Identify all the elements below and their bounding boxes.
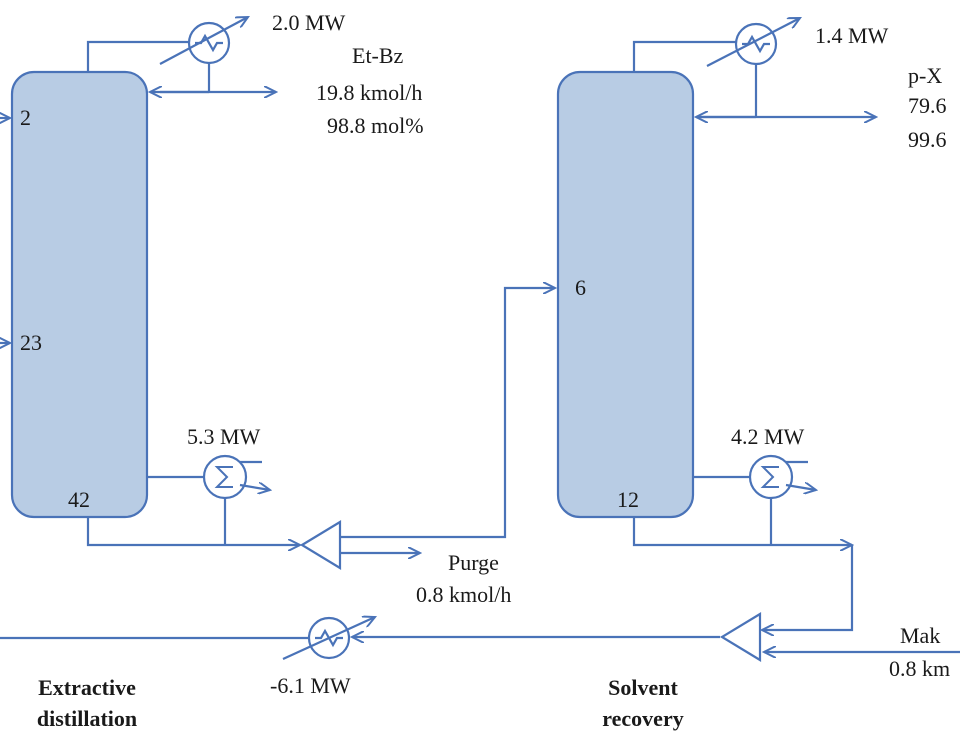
mixer-icon [719,612,762,662]
distillate1-flow: 19.8 kmol/h [316,80,422,105]
recovery-column [556,70,695,519]
splitter-icon [299,520,342,570]
condenser-icon [159,17,248,65]
extraction-column [10,70,149,519]
reboiler-icon [202,454,270,500]
bottoms-line-2 [632,517,852,545]
recycle-down-line [762,545,854,630]
overhead-vapor-line-2 [632,40,737,72]
reboiler-icon [748,454,816,500]
section-label-distillation: distillation [37,706,137,731]
condenser-icon [706,18,800,67]
cooler-duty: -6.1 MW [270,673,351,698]
makeup-flow: 0.8 km [889,656,950,681]
distillate1-purity: 98.8 mol% [327,113,424,138]
bottoms-line-1 [86,517,300,545]
condenser-duty-2: 1.4 MW [815,23,889,48]
makeup-label: Mak [900,623,940,648]
stage-label-mid: 23 [20,330,42,355]
feed-to-recovery [340,288,555,539]
stage-label-bottom-1: 42 [68,487,90,512]
distillate2-flow: 79.6 [908,93,947,118]
distillate2-purity: 99.6 [908,127,947,152]
reboiler-duty-1: 5.3 MW [187,424,261,449]
distillate2-name: p-X [908,63,942,88]
section-label-extractive: Extractive [38,675,136,700]
stage-label-top: 2 [20,105,31,130]
section-label-solvent: Solvent [608,675,678,700]
overhead-vapor-line-1 [86,40,190,72]
stage-label-bottom-2: 12 [617,487,639,512]
section-label-recovery: recovery [602,706,683,731]
stage-label-feed: 6 [575,275,586,300]
purge-label: Purge [448,550,499,575]
purge-flow: 0.8 kmol/h [416,582,511,607]
cooler-icon [282,617,375,661]
condenser-duty-1: 2.0 MW [272,10,346,35]
reboiler-duty-2: 4.2 MW [731,424,805,449]
distillate1-name: Et-Bz [352,43,404,68]
